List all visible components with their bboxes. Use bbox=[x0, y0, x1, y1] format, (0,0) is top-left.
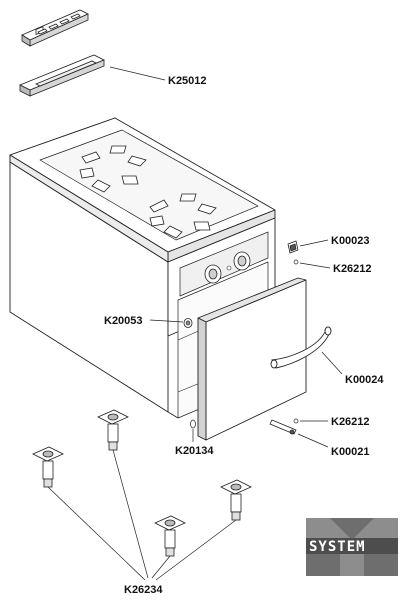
label-k26234: K26234 bbox=[124, 584, 163, 596]
strip-part-k25012 bbox=[19, 54, 105, 97]
label-k20053: K20053 bbox=[104, 315, 143, 327]
label-k20134: K20134 bbox=[175, 445, 214, 457]
label-k00024: K00024 bbox=[345, 374, 384, 386]
logo-text: SYSTEM bbox=[309, 539, 366, 555]
adjustable-foot-3 bbox=[220, 479, 252, 521]
label-k26212-bottom: K26212 bbox=[331, 416, 370, 428]
leader-k26212-top bbox=[299, 262, 331, 269]
hinge-part-k00021 bbox=[269, 419, 297, 435]
leader-k00021 bbox=[297, 433, 329, 448]
screw-part-k26212-top bbox=[293, 259, 299, 265]
magnet-part-k20053 bbox=[183, 318, 193, 328]
adjustable-foot-4 bbox=[154, 515, 186, 557]
cabinet-door bbox=[197, 277, 307, 441]
hinge-part-k00023 bbox=[287, 240, 299, 254]
knob-bracket-part bbox=[21, 9, 89, 47]
label-k00021: K00021 bbox=[331, 446, 370, 458]
small-part-k20134 bbox=[190, 419, 196, 429]
burner-grate-rear bbox=[79, 145, 147, 193]
system-logo: SYSTEM bbox=[306, 518, 398, 576]
label-k25012: K25012 bbox=[168, 75, 207, 87]
adjustable-foot-2 bbox=[32, 446, 64, 488]
control-knob-right bbox=[233, 251, 251, 271]
door-handle-part bbox=[270, 326, 332, 369]
leader-k20053 bbox=[149, 319, 184, 323]
leader-k25012 bbox=[109, 66, 166, 81]
label-k00023: K00023 bbox=[331, 235, 370, 247]
control-knob-left bbox=[204, 264, 222, 284]
burner-grate-front bbox=[149, 193, 217, 239]
leader-k00023 bbox=[299, 239, 329, 247]
label-k26212-top: K26212 bbox=[333, 263, 372, 275]
leader-k00024 bbox=[321, 351, 343, 375]
screw-part-k26212-bottom bbox=[293, 418, 299, 424]
indicator-light bbox=[226, 265, 232, 271]
leaders-k26234 bbox=[47, 449, 237, 581]
adjustable-foot-1 bbox=[97, 409, 129, 451]
